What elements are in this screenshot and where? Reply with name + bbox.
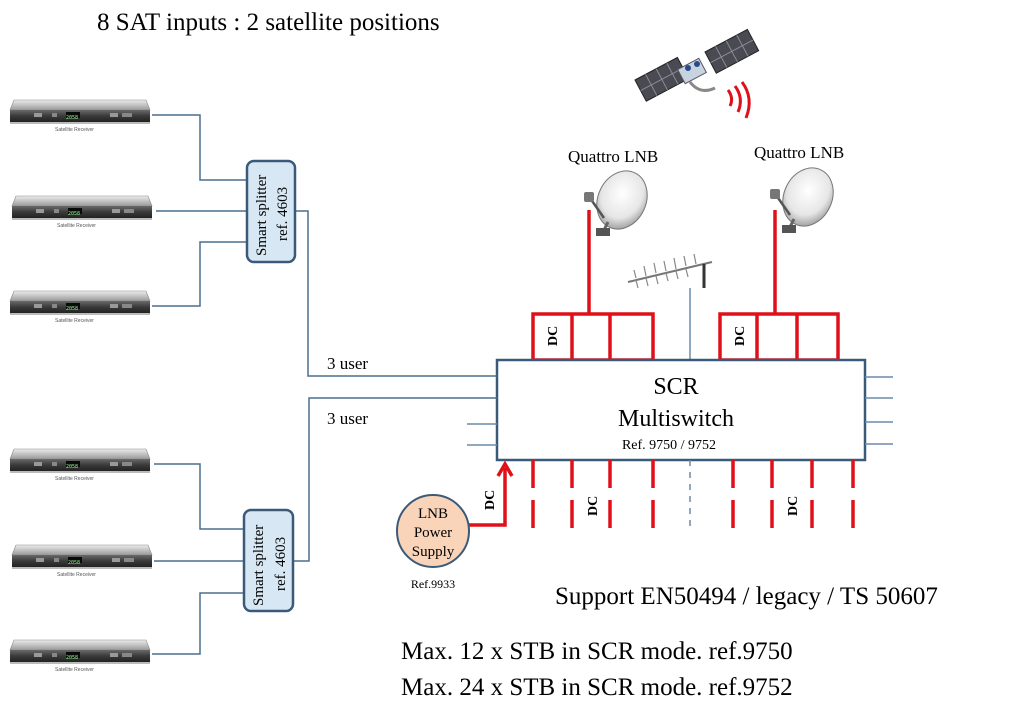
max-stb-line-2: Max. 24 x STB in SCR mode. ref.9752 [401, 674, 793, 701]
dish-left-icon [582, 161, 658, 239]
receiver-6-display: 2058 [66, 655, 78, 661]
left-output-stubs [467, 423, 497, 446]
multiswitch-subtitle: Multiswitch [618, 406, 734, 432]
receiver-5-display: 2058 [68, 560, 80, 566]
multiswitch-title: SCR [653, 374, 698, 400]
receiver-1-caption: Satellite Receiver [55, 127, 94, 133]
dc-label-cascade-right: DC [786, 496, 801, 516]
receiver-1-display: 2058 [66, 115, 78, 121]
user-label-bottom: 3 user [327, 409, 368, 428]
max-stb-line-1: Max. 12 x STB in SCR mode. ref.9750 [401, 638, 793, 665]
receiver-1: 2058 Satellite Receiver [9, 99, 151, 133]
user-cables [293, 210, 497, 562]
receiver-cables [152, 114, 247, 655]
psu-ref: Ref.9933 [411, 577, 455, 591]
receiver-2-display: 2058 [68, 211, 80, 217]
receiver-3-display: 2058 [66, 306, 78, 312]
dc-label-cascade-left: DC [586, 496, 601, 516]
dc-label-left-input: DC [546, 326, 561, 346]
receiver-3: 2058 Satellite Receiver [9, 290, 151, 324]
multiswitch-ref: Ref. 9750 / 9752 [622, 438, 716, 453]
splitter-top-line-2: ref. 4603 [275, 187, 291, 241]
splitter-bottom-line-1: Smart splitter [251, 525, 267, 606]
smart-splitter-bottom [242, 508, 295, 613]
psu-line-3: Supply [412, 544, 455, 560]
dc-label-right-input: DC [733, 326, 748, 346]
dish-right-icon [768, 158, 844, 236]
receiver-4: 2058 Satellite Receiver [9, 448, 151, 482]
psu-line-2: Power [414, 525, 452, 541]
power-cable [467, 460, 514, 527]
splitter-bottom-line-2: ref. 4603 [273, 537, 289, 591]
terrestrial-antenna-icon [627, 253, 713, 289]
cascade-outputs [531, 460, 855, 528]
lnb-left-label: Quattro LNB [568, 147, 658, 166]
psu-line-1: LNB [418, 506, 448, 522]
receiver-5-caption: Satellite Receiver [57, 572, 96, 578]
dc-label-power: DC [483, 490, 498, 510]
satellite-icon [634, 28, 760, 119]
power-supply [396, 494, 470, 568]
smart-splitter-top [245, 159, 297, 264]
receiver-2: 2058 Satellite Receiver [11, 195, 153, 229]
receiver-4-caption: Satellite Receiver [55, 476, 94, 482]
receiver-3-caption: Satellite Receiver [55, 318, 94, 324]
receiver-2-caption: Satellite Receiver [57, 223, 96, 229]
splitter-top-line-1: Smart splitter [254, 175, 270, 256]
lnb-right-label: Quattro LNB [754, 143, 844, 162]
receiver-5: 2058 Satellite Receiver [11, 544, 153, 578]
user-label-top: 3 user [327, 354, 368, 373]
multiswitch-box [495, 358, 867, 462]
support-text: Support EN50494 / legacy / TS 50607 [555, 583, 938, 610]
receiver-4-display: 2058 [66, 464, 78, 470]
right-output-stubs [865, 376, 893, 445]
receiver-6-caption: Satellite Receiver [55, 667, 94, 673]
receiver-6: 2058 Satellite Receiver [9, 639, 151, 673]
diagram-title: 8 SAT inputs : 2 satellite positions [97, 9, 440, 36]
